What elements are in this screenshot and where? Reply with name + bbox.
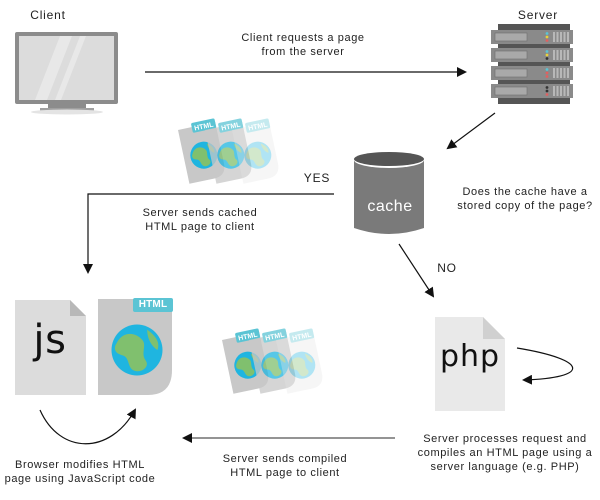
html-stack-compiled: HTML HTML HTML xyxy=(222,328,323,394)
loop-arrow-js xyxy=(39,408,136,445)
svg-text:HTML: HTML xyxy=(221,121,242,132)
arrow-cache-yes-to-client xyxy=(83,193,334,274)
loop-arrow-php xyxy=(516,347,574,385)
client-label: Client xyxy=(30,8,66,22)
html-file-globe-icon: HTML xyxy=(276,328,323,394)
svg-text:HTML: HTML xyxy=(248,121,269,132)
html-file-globe-icon: HTML xyxy=(205,118,252,184)
html-stack-cached: HTML HTML HTML xyxy=(178,118,279,184)
no-label: NO xyxy=(437,261,457,275)
server-unit xyxy=(491,84,573,98)
server-unit xyxy=(491,30,573,44)
svg-text:HTML: HTML xyxy=(238,331,259,342)
database-cylinder-icon xyxy=(354,152,424,234)
php-file-icon xyxy=(435,317,505,411)
server-label: Server xyxy=(517,8,559,22)
js-label: js xyxy=(33,317,67,363)
compiled-to-client-label: Server sends compiled HTML page to clien… xyxy=(222,453,348,479)
js-file-icon xyxy=(15,300,86,395)
svg-text:HTML: HTML xyxy=(265,331,286,342)
server-rack-icon xyxy=(491,24,573,104)
client-requests-label: Client requests a page from the server xyxy=(241,32,365,58)
monitor-icon xyxy=(15,32,118,115)
browser-modifies-label: Browser modifies HTML page using JavaScr… xyxy=(4,459,156,485)
php-process-label: Server processes request and compiles an… xyxy=(417,433,593,473)
html-badge: HTML xyxy=(138,299,168,310)
svg-text:HTML: HTML xyxy=(292,331,313,342)
yes-label: YES xyxy=(303,171,331,185)
arrow-cache-no-to-php xyxy=(398,243,435,298)
cached-to-client-label: Server sends cached HTML page to client xyxy=(142,207,258,233)
cache-label: cache xyxy=(367,198,413,215)
arrow-server-to-cache xyxy=(446,112,496,150)
php-label: php xyxy=(439,339,501,374)
server-unit xyxy=(491,48,573,62)
html-file-globe-icon: HTML xyxy=(249,328,296,394)
svg-text:HTML: HTML xyxy=(194,121,215,132)
html-file-globe-icon xyxy=(98,298,173,395)
html-file-globe-icon: HTML xyxy=(232,118,279,184)
cache-question-label: Does the cache have a stored copy of the… xyxy=(457,186,593,212)
server-unit xyxy=(491,66,573,80)
